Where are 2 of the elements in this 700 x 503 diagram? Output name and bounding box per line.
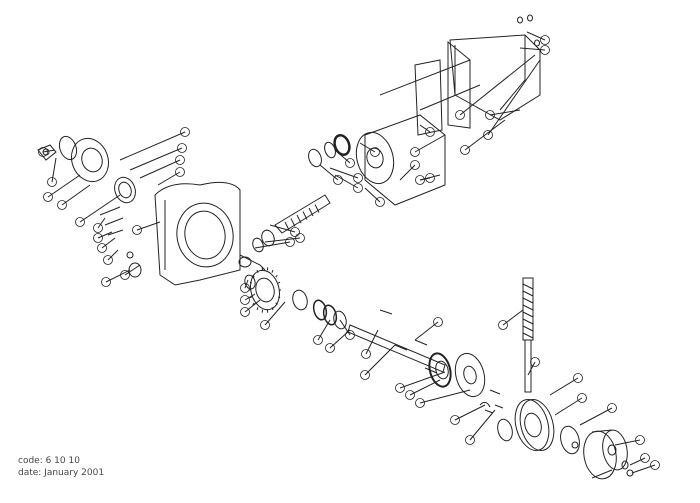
- code-note: code: 6 10 10: [18, 456, 80, 467]
- date-note: date: January 2001: [18, 468, 104, 479]
